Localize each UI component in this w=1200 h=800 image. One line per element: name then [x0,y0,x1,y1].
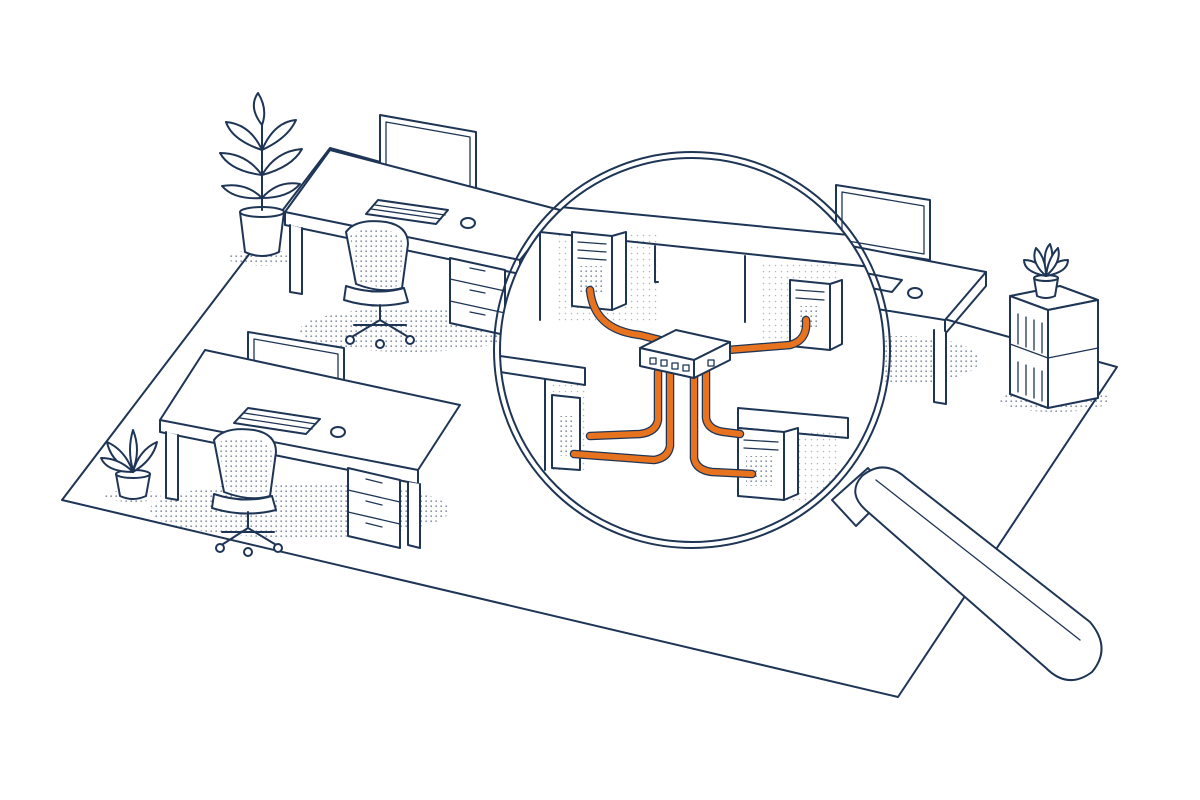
computer-tower-icon [737,427,799,501]
mouse-icon [907,287,923,299]
desk-right [759,184,987,405]
office-chair-icon [343,220,415,349]
magnified-view [500,158,884,542]
monitor-icon [835,184,931,266]
potted-plant-icon [100,429,161,502]
drawer-cabinet [347,467,401,549]
computer-tower-icon [551,394,581,471]
keyboard-icon [365,199,449,225]
magnifier-handle [831,466,1103,681]
desk-front-left [150,331,461,557]
mouse-icon [460,217,476,229]
keyboard-icon [233,407,321,435]
potted-plant-icon [219,92,303,266]
office-chair-icon [211,428,283,557]
computer-tower-icon [571,231,627,311]
magnifying-glass-icon [493,151,1103,681]
ethernet-cable-icon [569,285,811,479]
potted-plant-icon [1023,243,1069,299]
bookshelf-icon [1000,285,1110,412]
mouse-icon [330,426,346,438]
network-switch-icon [639,329,731,379]
